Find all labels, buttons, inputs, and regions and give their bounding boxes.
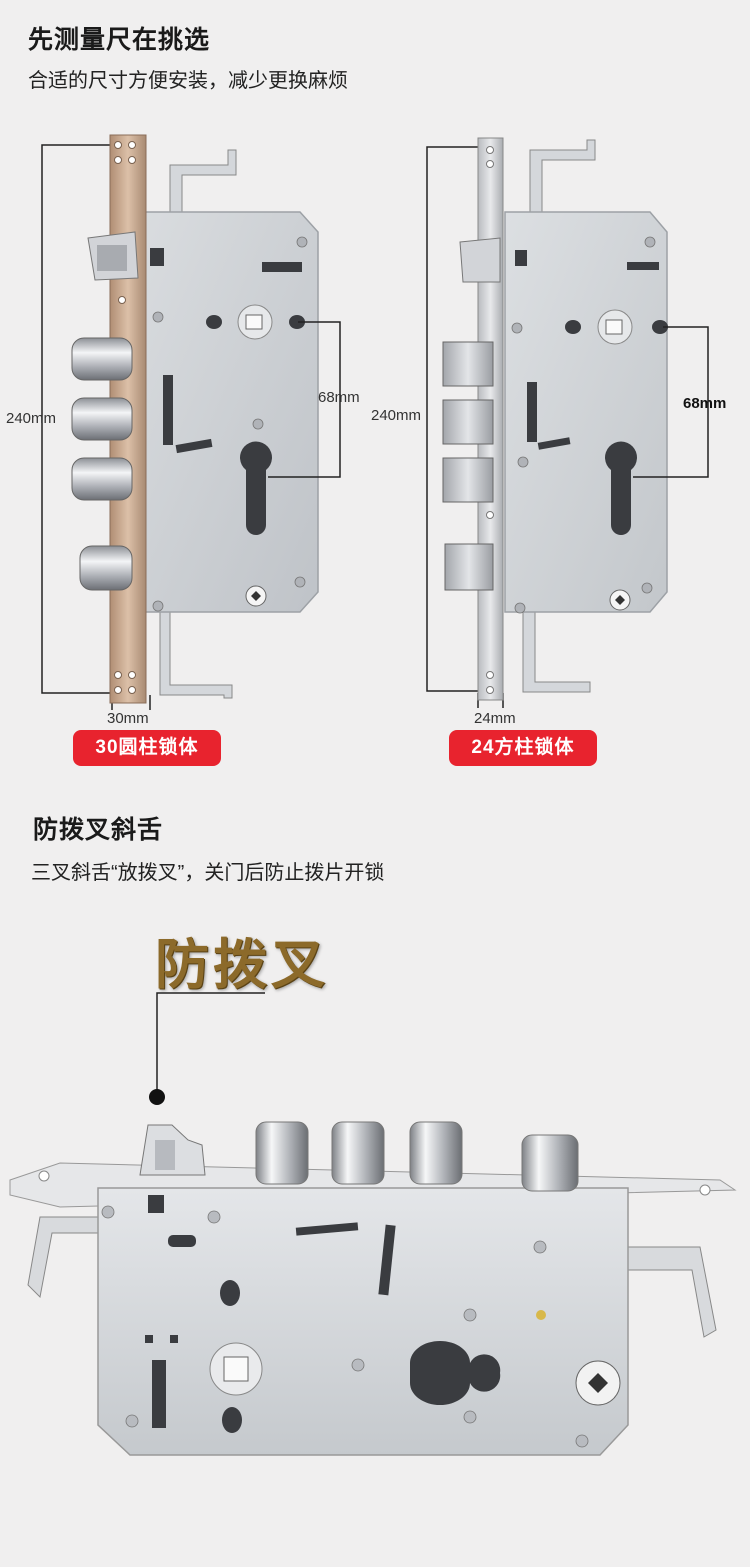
round-lock-height-label: 240mm [6,410,57,427]
square-lock-width-label: 24mm [474,710,516,727]
section2-subtitle: 三叉斜舌“放拨叉”，关门后防止拨片开锁 [31,862,385,884]
anti-pick-callout: 防拨叉 [155,932,329,996]
round-lock-backset-label: 68mm [318,389,360,406]
round-lock-width-label: 30mm [107,710,149,727]
square-lock-badge: 24方柱锁体 [449,730,597,766]
round-lock-badge: 30圆柱锁体 [73,730,221,766]
section2-title: 防拨叉斜舌 [33,816,164,844]
square-lock-height-label: 240mm [371,407,422,424]
square-bolt-lock-illustration [426,137,709,708]
section1-title: 先测量尺在挑选 [28,26,211,54]
round-bolt-lock-illustration [41,134,341,710]
anti-pick-lock-illustration [9,992,737,1456]
section1-subtitle: 合适的尺寸方便安装，减少更换麻烦 [28,70,348,92]
square-lock-backset-label: 68mm [683,395,727,412]
